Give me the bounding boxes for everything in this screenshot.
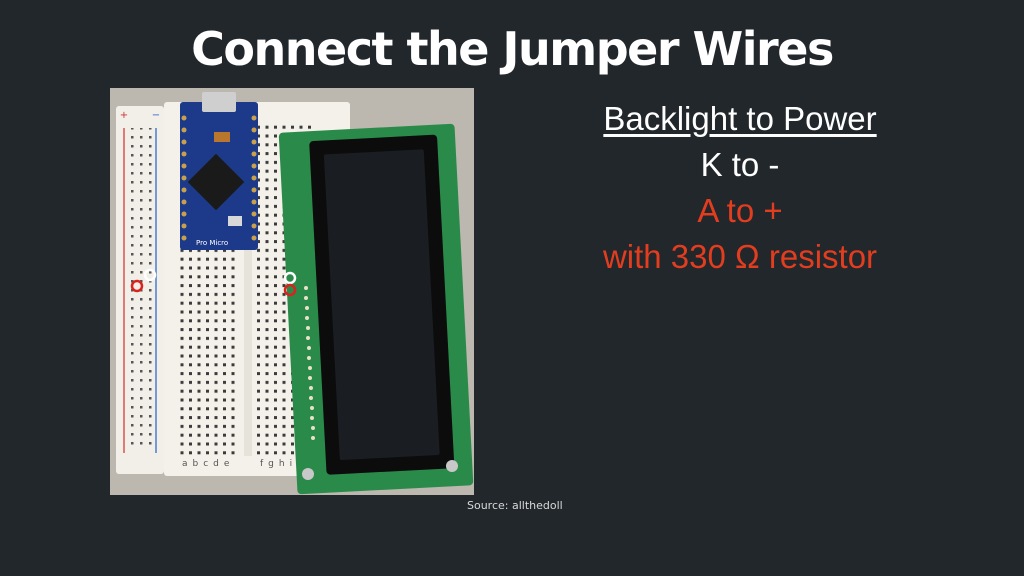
breadboard-photo: + − abcde fghij [110,88,474,495]
svg-text:fghij: fghij [260,459,305,469]
svg-text:abcde: abcde [182,459,234,469]
instruction-a: A to + [697,192,783,229]
connection-markers [130,268,297,297]
source-credit: Source: allthedoll [467,499,563,512]
svg-text:+: + [120,110,128,121]
lcd-module [278,123,474,495]
instructions: Backlight to Power K to - A to + with 33… [540,96,940,280]
svg-text:−: − [152,110,160,121]
instruction-resistor: with 330 Ω resistor [602,238,878,275]
pro-micro-board: Pro Micro [180,92,258,250]
svg-text:Pro Micro: Pro Micro [196,239,228,247]
breadboard-illustration: + − abcde fghij [110,88,474,495]
instruction-k: K to - [700,146,780,183]
instructions-heading: Backlight to Power [603,100,877,137]
slide-title: Connect the Jumper Wires [191,22,834,76]
